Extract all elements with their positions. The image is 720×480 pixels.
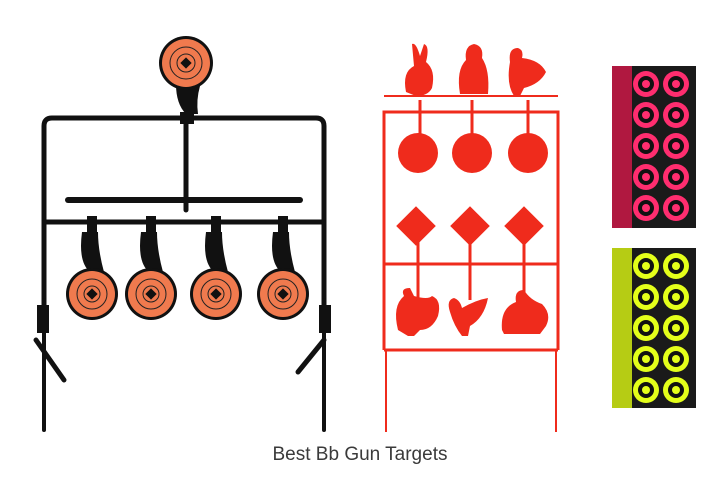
duck-icon xyxy=(448,298,488,336)
target-sticker xyxy=(633,253,659,279)
prairie-dog-icon xyxy=(458,44,489,94)
target-sticker xyxy=(663,346,689,372)
steel-resetting-target xyxy=(33,36,331,432)
target-sticker xyxy=(663,284,689,310)
target-sticker xyxy=(663,102,689,128)
target-sticker xyxy=(663,253,689,279)
rabbit-icon xyxy=(405,43,434,96)
target-sticker xyxy=(633,133,659,159)
target-sticker xyxy=(663,315,689,341)
bird-icon xyxy=(508,48,546,96)
target-sticker xyxy=(633,346,659,372)
target-sticker xyxy=(663,133,689,159)
target-sticker xyxy=(663,71,689,97)
red-animal-spinner-target xyxy=(382,43,560,432)
target-sticker xyxy=(663,164,689,190)
target-sticker xyxy=(663,195,689,221)
target-sticker xyxy=(633,315,659,341)
caption: Best Bb Gun Targets xyxy=(272,444,448,465)
target-sticker xyxy=(633,164,659,190)
diamond-plate xyxy=(396,206,436,246)
reset-paddle xyxy=(159,36,213,114)
rooster-icon xyxy=(396,288,440,336)
target-sticker xyxy=(633,102,659,128)
round-plate xyxy=(452,133,492,173)
diamond-plate xyxy=(450,206,490,246)
round-plate xyxy=(398,133,438,173)
target-sticker xyxy=(633,284,659,310)
target-sticker xyxy=(633,377,659,403)
yellow-sticker-targets xyxy=(612,248,696,408)
pink-sticker-targets xyxy=(612,66,696,228)
target-sticker xyxy=(633,195,659,221)
target-sticker xyxy=(663,377,689,403)
diamond-plate xyxy=(504,206,544,246)
swinging-targets xyxy=(66,216,309,320)
boar-icon xyxy=(501,290,549,334)
round-plate xyxy=(508,133,548,173)
target-sticker xyxy=(633,71,659,97)
